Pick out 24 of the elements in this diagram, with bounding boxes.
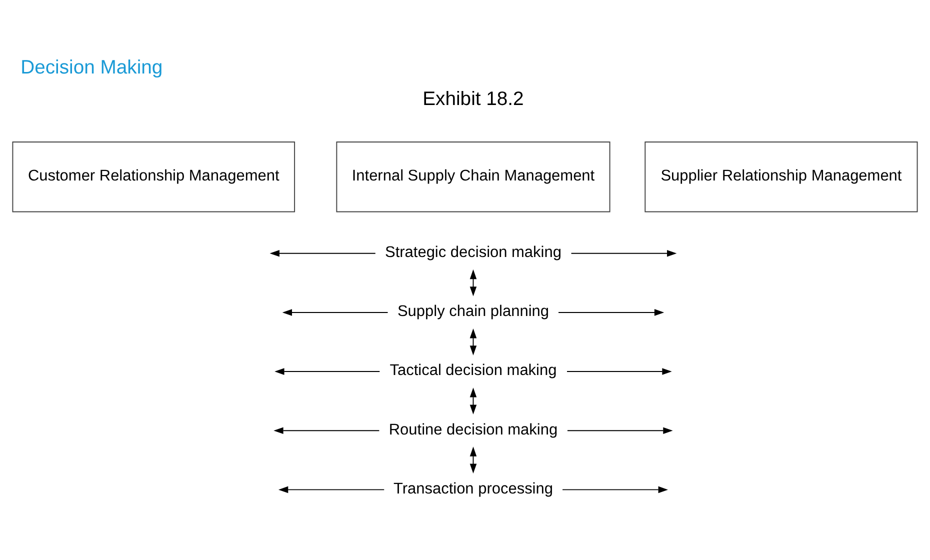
arrow (470, 328, 477, 355)
arrow (566, 368, 672, 374)
node-text: Supply chain planning (397, 302, 549, 320)
arrow (566, 426, 673, 434)
node-text: Strategic decision making (385, 244, 562, 261)
label: Exhibit 18.2 (422, 88, 524, 110)
node-box: Supplier Relationship Management (644, 141, 918, 212)
node-text: Tactical decision making (390, 362, 557, 379)
arrow (558, 308, 664, 316)
arrow (274, 426, 380, 434)
node-text: Transaction processing (393, 480, 553, 497)
arrow (470, 268, 477, 296)
node-box: Customer Relationship Management (12, 141, 296, 212)
diagram-title: Decision Making (20, 56, 163, 78)
arrow (278, 486, 385, 493)
arrow (470, 446, 477, 473)
arrow (570, 249, 677, 256)
arrow (562, 486, 668, 493)
arrow (274, 368, 380, 374)
node-text: Routine decision making (388, 420, 558, 438)
node-box: Internal Supply Chain Management (336, 141, 610, 212)
arrow (270, 249, 376, 256)
arrow (470, 387, 477, 414)
arrow (282, 308, 388, 316)
